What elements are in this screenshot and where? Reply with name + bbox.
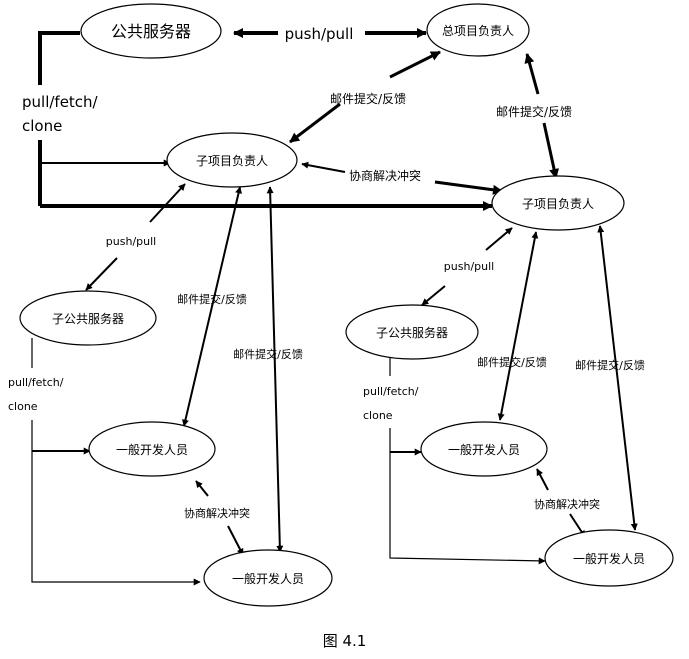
label-negotiate-left: 协商解决冲突 [184, 506, 250, 520]
edge-subright-devright2 [597, 225, 638, 531]
edge-main-subright-upper [524, 53, 540, 95]
label-pull-fetch-left-2: clone [8, 400, 38, 413]
edge-subserverleft-trunk-b [31, 420, 201, 586]
label-mail-main-left: 邮件提交/反馈 [330, 91, 406, 106]
edge-subleft-devleft1 [182, 186, 242, 427]
edge-negotiate-right-upper [536, 468, 549, 491]
label-pull-fetch-top-2: clone [22, 117, 62, 135]
node-sub-server-right: 子公共服务器 [345, 304, 479, 360]
node-sub-lead-right: 子项目负责人 [491, 175, 625, 231]
node-public-server-label: 公共服务器 [111, 22, 191, 41]
edge-subright-subserver-upper [485, 227, 513, 251]
edge-public-trunk [38, 31, 80, 85]
node-dev-left-1-label: 一般开发人员 [116, 442, 188, 457]
label-negotiate-right: 协商解决冲突 [534, 497, 600, 511]
node-sub-lead-left: 子项目负责人 [166, 132, 298, 188]
node-dev-left-2: 一般开发人员 [203, 549, 333, 607]
edge-subserverright-trunk-b [389, 428, 546, 565]
label-mail-right-1: 邮件提交/反馈 [477, 355, 547, 369]
edge-negotiate-top-left [301, 161, 346, 173]
node-dev-right-1: 一般开发人员 [420, 421, 548, 477]
edge-subleft-subserver-lower [85, 257, 118, 291]
label-mail-main-right: 邮件提交/反馈 [496, 104, 572, 119]
node-sub-server-left: 子公共服务器 [19, 290, 157, 346]
edge-negotiate-top-right [434, 180, 503, 195]
edge-subright-subserver-lower [421, 285, 446, 306]
label-mail-left-2: 邮件提交/反馈 [233, 347, 303, 361]
edge-subleft-devleft2 [266, 186, 284, 553]
node-sub-server-left-label: 子公共服务器 [52, 311, 124, 326]
edge-main-subleft-upper [389, 50, 441, 79]
node-dev-left-1: 一般开发人员 [88, 421, 216, 477]
label-pull-fetch-top-1: pull/fetch/ [22, 93, 99, 111]
label-negotiate-top: 协商解决冲突 [349, 168, 421, 183]
edge-subleft-subserver-upper [149, 183, 186, 223]
label-mail-left-1: 邮件提交/反馈 [177, 292, 247, 306]
label-pull-fetch-right-2: clone [363, 409, 393, 422]
edge-main-subright-lower [542, 122, 559, 179]
node-dev-right-1-label: 一般开发人员 [448, 442, 520, 457]
label-push-pull-left: push/pull [106, 235, 156, 248]
figure-caption: 图 4.1 [322, 632, 367, 650]
node-public-server: 公共服务器 [80, 3, 222, 59]
label-pull-fetch-left-1: pull/fetch/ [8, 376, 64, 389]
label-push-pull-top: push/pull [285, 25, 354, 43]
node-sub-lead-right-label: 子项目负责人 [522, 197, 594, 211]
edge-main-subleft-lower [289, 102, 341, 144]
node-sub-server-right-label: 子公共服务器 [376, 325, 448, 340]
edge-subright-devright1 [497, 231, 539, 421]
node-sub-lead-left-label: 子项目负责人 [196, 154, 268, 168]
node-main-lead-label: 总项目负责人 [442, 24, 514, 38]
label-pull-fetch-right-1: pull/fetch/ [363, 385, 419, 398]
edge-negotiate-left-lower [227, 525, 244, 556]
node-main-lead: 总项目负责人 [426, 3, 530, 57]
node-dev-right-2: 一般开发人员 [544, 529, 674, 587]
edge-negotiate-left-upper [195, 480, 209, 497]
label-push-pull-right: push/pull [444, 260, 494, 273]
label-mail-right-2: 邮件提交/反馈 [575, 358, 645, 372]
node-dev-left-2-label: 一般开发人员 [232, 571, 304, 586]
node-dev-right-2-label: 一般开发人员 [573, 551, 645, 566]
